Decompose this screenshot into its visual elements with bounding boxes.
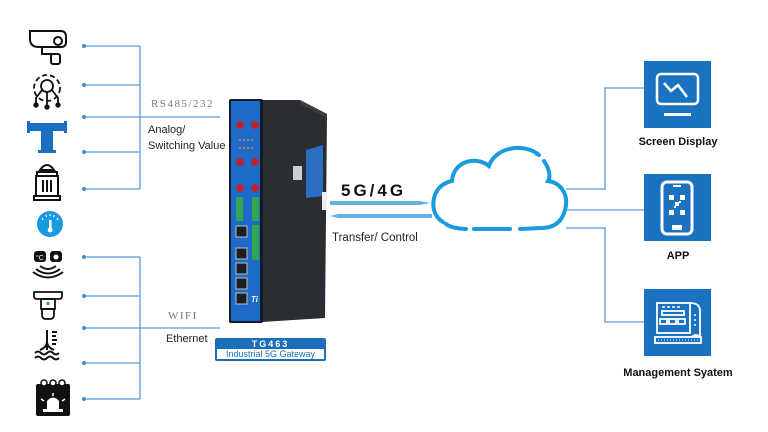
analog-label: Analog/ (148, 124, 186, 136)
switching-value-label: Switching Value (148, 140, 226, 152)
temperature-humidity-sensor-icon: °C (32, 251, 64, 279)
gateway-label: TG463 Industrial 5G Gateway (215, 338, 326, 361)
uplink-arrow (330, 201, 430, 205)
wifi-label: WIFI (168, 310, 198, 322)
ethernet-label: Ethernet (166, 333, 208, 345)
screen-display-tile[interactable] (644, 61, 711, 128)
water-level-icon (34, 330, 60, 361)
app-tile[interactable] (644, 174, 711, 241)
smartphone-app-icon (660, 180, 694, 236)
gateway-name: Industrial 5G Gateway (217, 349, 324, 359)
screen-display-label: Screen Display (638, 136, 718, 148)
management-blueprint-icon (654, 302, 702, 344)
pipe-tee-icon (27, 121, 67, 153)
network-label: 5G/4G (341, 181, 407, 200)
fire-hydrant-icon (33, 164, 61, 201)
gateway-model: TG463 (251, 339, 290, 349)
management-system-tile[interactable] (644, 289, 711, 356)
thermometer-gauge-icon (37, 211, 63, 237)
svg-text:°C: °C (36, 254, 44, 262)
circuit-gear-icon (33, 74, 61, 110)
security-camera-icon (29, 30, 67, 65)
downlink-arrow (330, 214, 432, 218)
alarm-light-icon (36, 379, 70, 416)
app-label: APP (666, 250, 690, 262)
rs485-label: RS485/232 (151, 98, 215, 110)
smoke-detector-icon (33, 291, 63, 320)
device-icons: °C (27, 30, 70, 416)
monitor-chart-icon (655, 72, 700, 116)
transfer-control-label: Transfer/ Control (332, 232, 418, 244)
management-system-label: Management Syatem (623, 367, 733, 379)
